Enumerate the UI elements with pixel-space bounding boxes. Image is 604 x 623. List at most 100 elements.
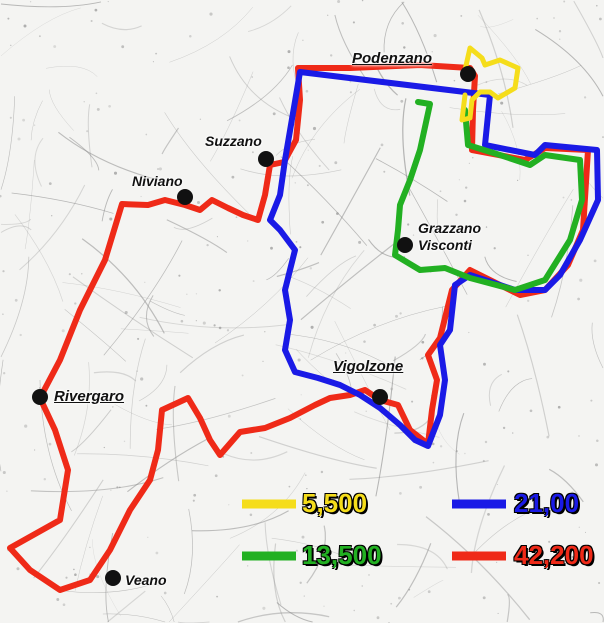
basemap-dot — [121, 45, 125, 49]
basemap-line — [306, 525, 327, 584]
basemap-dot — [439, 445, 443, 448]
basemap-line — [516, 314, 550, 437]
basemap-line — [81, 238, 165, 334]
basemap-dot — [399, 492, 402, 495]
basemap-dot — [321, 220, 325, 224]
basemap-dot — [38, 35, 41, 38]
route-blue[interactable] — [267, 69, 601, 449]
basemap-line — [258, 436, 377, 469]
marker-rivergaro[interactable] — [32, 389, 48, 405]
basemap-dot — [295, 241, 298, 243]
basemap-line — [397, 543, 448, 570]
basemap-dot — [460, 14, 463, 17]
basemap-dot — [431, 51, 433, 53]
marker-veano[interactable] — [105, 570, 121, 586]
basemap-dot — [299, 418, 302, 420]
basemap-dot — [16, 567, 20, 571]
basemap-line — [183, 508, 193, 595]
basemap-dot — [89, 546, 91, 549]
marker-suzzano[interactable] — [258, 151, 274, 167]
basemap-line — [76, 453, 209, 467]
basemap-dot — [48, 442, 52, 446]
basemap-dot — [226, 329, 230, 332]
marker-grazzano[interactable] — [397, 237, 413, 253]
basemap-dot — [140, 195, 142, 198]
basemap-line — [64, 309, 126, 362]
basemap-line — [114, 403, 172, 426]
basemap-dot — [352, 21, 355, 24]
marker-vigolzone[interactable] — [372, 389, 388, 405]
basemap-dot — [109, 217, 113, 221]
basemap-line — [164, 112, 249, 214]
basemap-dot — [81, 273, 83, 275]
basemap-dot — [137, 337, 140, 340]
basemap-dot — [2, 470, 6, 475]
basemap-dot — [144, 281, 146, 283]
basemap-line — [310, 306, 445, 361]
basemap-line — [73, 362, 90, 456]
basemap-line — [34, 137, 44, 187]
basemap-dot — [199, 118, 202, 120]
basemap-dot — [95, 92, 98, 95]
basemap-line — [49, 89, 74, 131]
route-yellow[interactable] — [459, 45, 521, 123]
basemap-line — [229, 56, 298, 120]
basemap-dot — [527, 299, 530, 302]
basemap-dot — [297, 358, 301, 362]
basemap-line — [271, 537, 352, 561]
basemap-line — [455, 413, 465, 504]
basemap-line — [101, 189, 113, 222]
basemap-dot — [376, 616, 380, 620]
marker-niviano[interactable] — [177, 189, 193, 205]
basemap-dot — [536, 17, 538, 20]
basemap-line — [349, 460, 489, 480]
basemap-dot — [453, 79, 456, 82]
basemap-dot — [593, 259, 597, 263]
basemap-dot — [294, 182, 296, 184]
basemap-dot — [571, 491, 574, 494]
basemap-dot — [327, 14, 329, 16]
basemap-line — [226, 64, 293, 122]
marker-podenzano[interactable] — [460, 66, 476, 82]
basemap-line — [92, 539, 121, 617]
basemap-dot — [192, 499, 195, 502]
basemap-dot — [247, 565, 249, 567]
basemap-dot — [361, 585, 363, 587]
basemap-line — [173, 217, 213, 230]
basemap-dot — [228, 504, 230, 506]
basemap-line — [395, 543, 432, 608]
route-red[interactable] — [7, 62, 591, 593]
basemap-dot — [178, 274, 181, 277]
basemap-line — [177, 621, 210, 623]
basemap-line — [484, 256, 517, 282]
basemap-dot — [108, 104, 111, 108]
basemap-dot — [157, 584, 159, 586]
basemap-dot — [309, 267, 313, 270]
basemap-line — [280, 156, 368, 246]
basemap-dot — [497, 612, 499, 614]
basemap-dot — [511, 432, 514, 434]
basemap-line — [283, 274, 351, 309]
basemap-dot — [206, 243, 209, 247]
basemap-dot — [527, 254, 529, 256]
basemap-dot — [287, 66, 290, 69]
basemap-dot — [599, 17, 602, 21]
basemap-line — [401, 1, 438, 83]
basemap-dot — [7, 17, 10, 20]
basemap-dot — [110, 489, 112, 491]
basemap-dot — [502, 426, 506, 430]
basemap-dot — [157, 168, 159, 170]
basemap-dot — [193, 493, 197, 497]
basemap-dot — [216, 236, 218, 238]
basemap-dot — [227, 414, 231, 418]
route-green[interactable] — [392, 99, 585, 293]
basemap-line — [266, 258, 289, 281]
basemap-dot — [51, 215, 53, 217]
basemap-dot — [483, 362, 486, 366]
basemap-line — [279, 97, 330, 171]
basemap-dot — [337, 0, 341, 4]
basemap-line — [127, 437, 209, 493]
basemap-dot — [306, 184, 309, 187]
basemap-dot — [2, 270, 5, 273]
basemap-dot — [65, 576, 68, 579]
